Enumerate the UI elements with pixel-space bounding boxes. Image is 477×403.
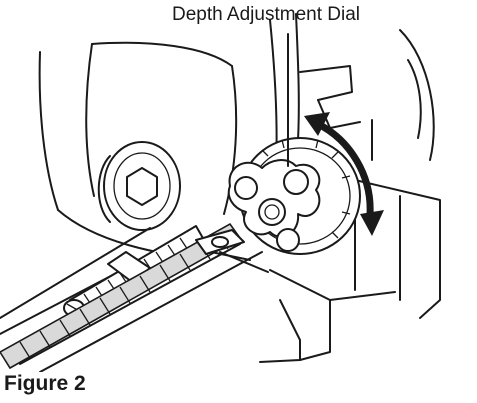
figure-caption: Figure 2 [4,372,86,395]
depth-adjustment-dial [227,137,361,255]
threaded-rod [0,222,245,370]
dial-callout-label: Depth Adjustment Dial [172,4,360,25]
rotation-arrow-icon [304,112,384,236]
housing-left [38,41,238,257]
mechanism-illustration [0,13,441,372]
hex-knob [97,141,181,231]
rail [0,227,263,372]
